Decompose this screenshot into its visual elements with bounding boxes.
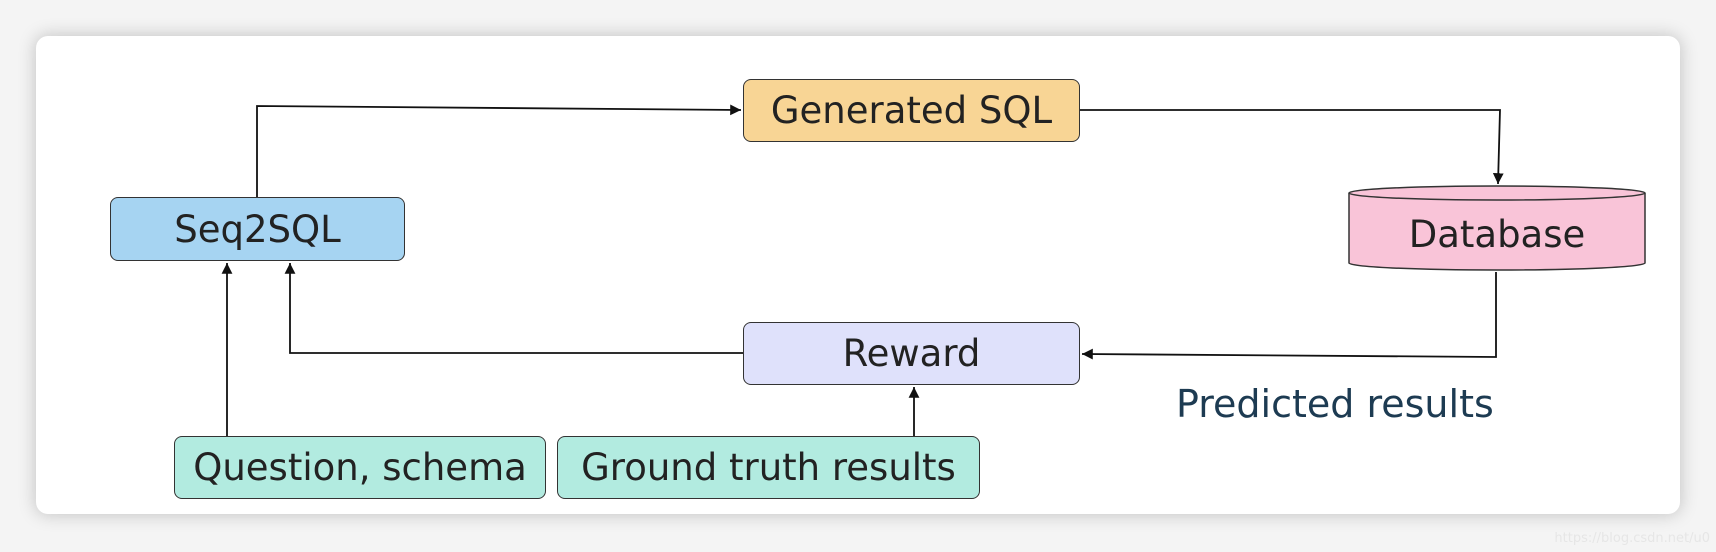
- node-generated-sql: Generated SQL: [743, 79, 1080, 142]
- node-reward-label: Reward: [842, 332, 981, 375]
- watermark-text: https://blog.csdn.net/u0: [1554, 531, 1710, 546]
- node-reward: Reward: [743, 322, 1080, 385]
- node-ground-truth-results: Ground truth results: [557, 436, 980, 499]
- edge-label-predicted-results: Predicted results: [1176, 382, 1494, 426]
- node-database-label: Database: [1408, 212, 1586, 256]
- node-question-schema-label: Question, schema: [193, 446, 527, 489]
- node-seq2sql-label: Seq2SQL: [174, 207, 341, 251]
- edge-seq2sql-to-generated-sql: [256, 104, 742, 197]
- edge-database-to-reward: [1081, 272, 1497, 360]
- database-shape: [1348, 185, 1646, 271]
- node-generated-sql-label: Generated SQL: [770, 89, 1053, 132]
- node-question-schema: Question, schema: [174, 436, 546, 499]
- node-database: Database: [1349, 203, 1645, 265]
- node-ground-truth-results-label: Ground truth results: [581, 446, 956, 489]
- node-seq2sql: Seq2SQL: [110, 197, 405, 261]
- edge-reward-to-seq2sql: [284, 263, 743, 354]
- edge-generated-sql-to-database: [1080, 109, 1504, 185]
